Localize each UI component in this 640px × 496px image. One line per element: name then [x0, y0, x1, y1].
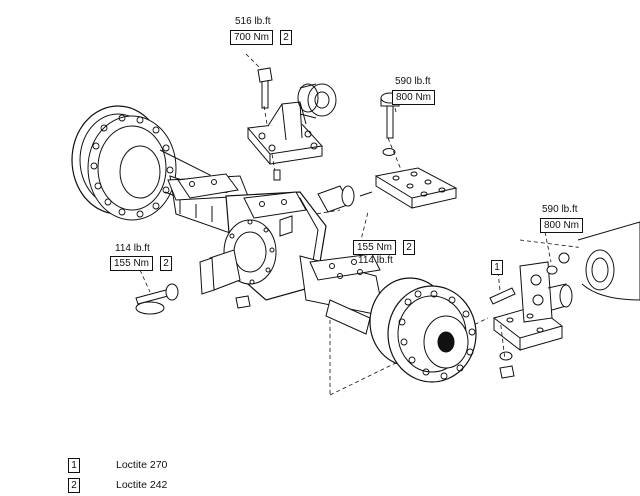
torque-lbft-bracket: 590 lb.ft: [542, 204, 578, 215]
ref-box-center: 2: [403, 240, 415, 255]
ref-box-stud: 1: [491, 260, 503, 275]
left-wheel-hub: [71, 105, 211, 221]
torque-lbft-left: 114 lb.ft: [115, 243, 150, 254]
trunnion-bearing: [297, 83, 337, 119]
ref-box-top: 2: [280, 30, 292, 45]
torque-lbft-bolt: 590 lb.ft: [395, 76, 431, 87]
torque-lbft-center: 114 lb.ft: [358, 255, 393, 266]
top-bolt: [257, 67, 281, 181]
left-bolt: [135, 283, 179, 315]
torque-nm-center: 155 Nm: [353, 240, 397, 255]
ref-box-left: 2: [160, 256, 172, 271]
pinion-yoke: [317, 185, 373, 213]
chassis-frame: [577, 221, 640, 301]
torque-nm-left: 155 Nm: [110, 256, 154, 271]
torque-lbft-top: 516 lb.ft: [235, 16, 271, 27]
upper-mount-plate: [374, 167, 458, 209]
stud: [489, 287, 516, 305]
right-wheel-hub: [369, 277, 477, 383]
legend-text: Loctite 242: [116, 479, 168, 491]
top-pivot-bracket: [247, 101, 324, 165]
legend-ref-box: 1: [68, 458, 80, 473]
right-axle-housing: [299, 253, 385, 335]
torque-nm-top: 700 Nm: [230, 30, 274, 45]
differential-housing: [199, 191, 327, 309]
torque-nm-bracket: 800 Nm: [540, 218, 584, 233]
front-cradle-plate: [177, 173, 307, 219]
legend-ref-box: 2: [68, 478, 80, 493]
rear-bracket: [492, 252, 573, 379]
torque-nm-bolt: 800 Nm: [392, 90, 436, 105]
legend-text: Loctite 270: [116, 459, 168, 471]
